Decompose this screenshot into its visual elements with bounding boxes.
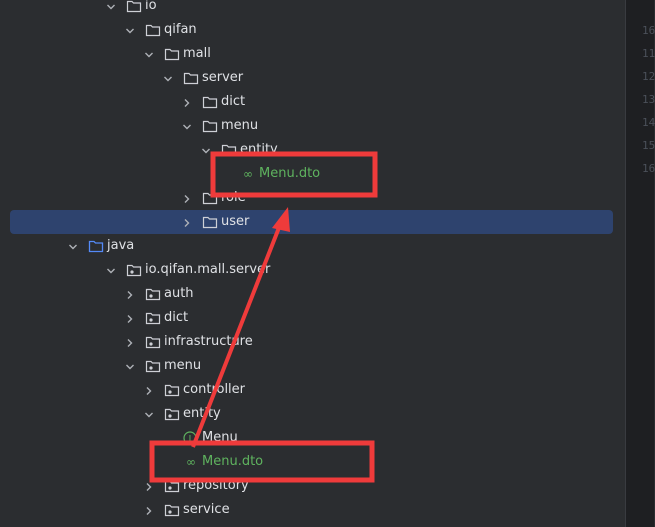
tree-item[interactable]: ∞ Menu.dto [0, 162, 625, 186]
folder-icon [183, 71, 199, 85]
tree-item[interactable]: I Menu [0, 426, 625, 450]
tree-item-label: user [221, 214, 250, 229]
tree-item-label: io.qifan.mall.server [145, 262, 271, 277]
tree-item[interactable]: io.qifan.mall.server [0, 258, 625, 282]
tree-item[interactable]: entity [0, 402, 625, 426]
chevron-down-icon[interactable] [163, 73, 173, 83]
chevron-down-icon[interactable] [68, 241, 78, 251]
line-number: 12 [642, 70, 655, 83]
line-number: 15 [642, 139, 655, 152]
tree-item-label: qifan [164, 22, 197, 37]
line-number: 14 [642, 116, 655, 129]
chevron-down-icon[interactable] [125, 25, 135, 35]
folder-icon [202, 95, 218, 109]
folder-icon [202, 119, 218, 133]
source-folder-icon [88, 239, 104, 253]
tree-item[interactable]: menu [0, 354, 625, 378]
chevron-right-icon[interactable] [182, 97, 192, 107]
chevron-right-icon[interactable] [144, 481, 154, 491]
chevron-down-icon[interactable] [106, 265, 116, 275]
tree-item-label: infrastructure [164, 334, 253, 349]
chevron-right-icon[interactable] [182, 217, 192, 227]
tree-item[interactable]: menu [0, 114, 625, 138]
tree-item-label: Menu.dto [259, 166, 321, 181]
folder-icon [221, 143, 237, 157]
tree-item[interactable]: controller [0, 378, 625, 402]
tree-item[interactable]: auth [0, 282, 625, 306]
package-icon [145, 287, 161, 301]
chevron-right-icon[interactable] [144, 385, 154, 395]
chevron-down-icon[interactable] [144, 409, 154, 419]
tree-item-label: dict [221, 94, 246, 109]
tree-item-label: entity [183, 406, 221, 421]
tree-item[interactable]: role [0, 186, 625, 210]
tree-item-label: service [183, 502, 230, 517]
package-icon [145, 311, 161, 325]
tree-item[interactable]: io [0, 0, 625, 18]
tree-item-label: server [202, 70, 244, 85]
tree-item-label: auth [164, 286, 194, 301]
tree-item[interactable]: mall [0, 42, 625, 66]
tree-item[interactable]: repository [0, 474, 625, 498]
folder-icon [126, 0, 142, 13]
tree-item[interactable]: qifan [0, 18, 625, 42]
svg-text:∞: ∞ [186, 455, 196, 469]
folder-icon [164, 47, 180, 61]
line-number: 16 [642, 162, 655, 175]
chevron-right-icon[interactable] [125, 337, 135, 347]
chevron-down-icon[interactable] [144, 49, 154, 59]
interface-icon: I [183, 431, 199, 445]
svg-text:I: I [189, 435, 192, 445]
tree-item-label: io [145, 0, 157, 13]
package-icon [164, 383, 180, 397]
tree-item[interactable]: java [0, 234, 625, 258]
chevron-down-icon[interactable] [201, 145, 211, 155]
package-icon [145, 335, 161, 349]
folder-icon [145, 23, 161, 37]
package-icon [126, 263, 142, 277]
package-icon [164, 503, 180, 517]
chevron-right-icon[interactable] [125, 289, 135, 299]
tree-item[interactable]: dict [0, 90, 625, 114]
line-number: 11 [642, 47, 655, 60]
package-icon [164, 407, 180, 421]
editor-gutter: 16 11 12 13 14 15 16 [625, 0, 655, 527]
tree-item[interactable]: infrastructure [0, 330, 625, 354]
chevron-right-icon[interactable] [182, 193, 192, 203]
tree-item-label: controller [183, 382, 246, 397]
tree-item-label: dict [164, 310, 189, 325]
folder-icon [202, 215, 218, 229]
tree-item[interactable]: entity [0, 138, 625, 162]
dto-file-icon: ∞ [183, 455, 199, 469]
tree-item-label: Menu.dto [202, 454, 264, 469]
tree-item[interactable]: service [0, 498, 625, 522]
package-icon [164, 479, 180, 493]
tree-item[interactable]: ∞ Menu.dto [0, 450, 625, 474]
chevron-down-icon[interactable] [106, 1, 116, 11]
tree-item-label: Menu [202, 430, 238, 445]
svg-text:∞: ∞ [243, 167, 253, 181]
tree-item[interactable]: server [0, 66, 625, 90]
chevron-right-icon[interactable] [125, 313, 135, 323]
tree-item-label: repository [183, 478, 249, 493]
dto-file-icon: ∞ [240, 167, 256, 181]
line-number: 13 [642, 93, 655, 106]
tree-item-label: menu [164, 358, 202, 373]
tree-item-label: menu [221, 118, 259, 133]
package-icon [145, 359, 161, 373]
tree-item-label: mall [183, 46, 211, 61]
line-number: 16 [642, 24, 655, 37]
chevron-down-icon[interactable] [125, 361, 135, 371]
tree-item[interactable]: user [0, 210, 625, 234]
tree-item-label: java [107, 238, 135, 253]
chevron-down-icon[interactable] [182, 121, 192, 131]
folder-icon [202, 191, 218, 205]
tree-item-label: role [221, 190, 246, 205]
tree-item-label: entity [240, 142, 278, 157]
tree-item[interactable]: dict [0, 306, 625, 330]
chevron-right-icon[interactable] [144, 505, 154, 515]
